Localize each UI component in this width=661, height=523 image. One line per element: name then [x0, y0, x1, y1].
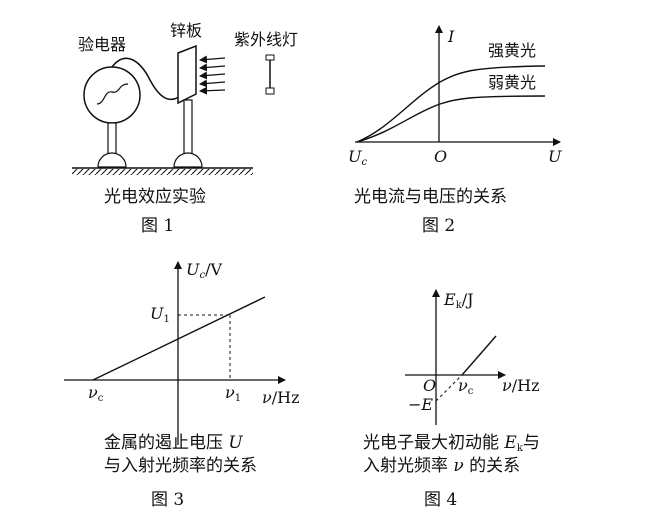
weak-light-label: 弱黄光: [488, 73, 536, 92]
fig4-neg-e: −E: [408, 395, 433, 414]
fig3-nu1-label: ν1: [225, 383, 241, 404]
fig2-y-label: I: [447, 27, 455, 46]
electroscope-dial: [83, 66, 141, 124]
uv-lamp-label: 紫外线灯: [234, 30, 298, 49]
connecting-wire: [111, 57, 181, 101]
fig1-apparatus: 验电器 锌板 紫外线灯 光电效应实验 图 1: [72, 21, 298, 236]
zinc-plate: [177, 44, 197, 105]
fig2-caption: 光电流与电压的关系: [354, 187, 507, 207]
strong-light-curve: [356, 65, 546, 143]
fig1-label: 图 1: [141, 216, 174, 236]
fig4-extension: [435, 374, 463, 402]
fig4-caption-line1: 光电子最大初动能 Ek与: [363, 433, 540, 454]
strong-light-label: 强黄光: [488, 41, 536, 60]
fig4-nuc-label: νc: [458, 376, 474, 397]
weak-light-curve: [356, 95, 546, 143]
fig4-origin: O: [423, 376, 436, 395]
zinc-plate-label: 锌板: [170, 21, 202, 40]
fig4-label: 图 4: [424, 490, 457, 510]
electroscope-needle: [96, 83, 129, 105]
zinc-stand: [183, 99, 193, 158]
uv-rays: [199, 55, 226, 95]
ground-hatch: [72, 169, 253, 175]
fig2-current-voltage: I U O Uc 强黄光 弱黄光 光电流与电压的关系 图 2: [348, 25, 562, 236]
fig4-line: [461, 335, 497, 376]
fig1-caption: 光电效应实验: [104, 187, 206, 207]
fig4-kinetic-energy: Ek/J ν/Hz O −E νc 光电子最大初动能 Ek与 入射光频率 ν 的…: [363, 289, 540, 510]
fig3-line: [92, 296, 266, 381]
fig4-y-label: Ek/J: [443, 290, 474, 311]
fig2-x-label: U: [548, 147, 562, 166]
fig3-caption-line2: 与入射光频率的关系: [104, 456, 257, 476]
fig2-label: 图 2: [422, 216, 455, 236]
fig3-u1-label: U1: [150, 304, 170, 325]
electroscope-label: 验电器: [78, 35, 126, 54]
fig4-caption-line2: 入射光频率 ν 的关系: [363, 456, 520, 476]
fig3-caption-line1: 金属的遏止电压 U: [104, 433, 243, 453]
fig3-y-label: Uc/V: [186, 260, 222, 281]
electroscope-base: [97, 152, 127, 168]
fig4-x-label: ν/Hz: [502, 376, 540, 395]
zinc-base: [173, 152, 203, 168]
uv-lamp: [265, 54, 275, 95]
fig2-uc-label: Uc: [348, 147, 367, 168]
fig3-label: 图 3: [151, 490, 184, 510]
fig3-stopping-voltage: Uc/V ν/Hz U1 νc ν1 金属的遏止电压 U 与入射光频率的关系 图…: [64, 260, 300, 510]
electroscope-stand: [107, 122, 117, 158]
fig3-nuc-label: νc: [88, 383, 104, 404]
fig3-x-label: ν/Hz: [262, 388, 300, 407]
fig2-origin: O: [434, 147, 447, 166]
